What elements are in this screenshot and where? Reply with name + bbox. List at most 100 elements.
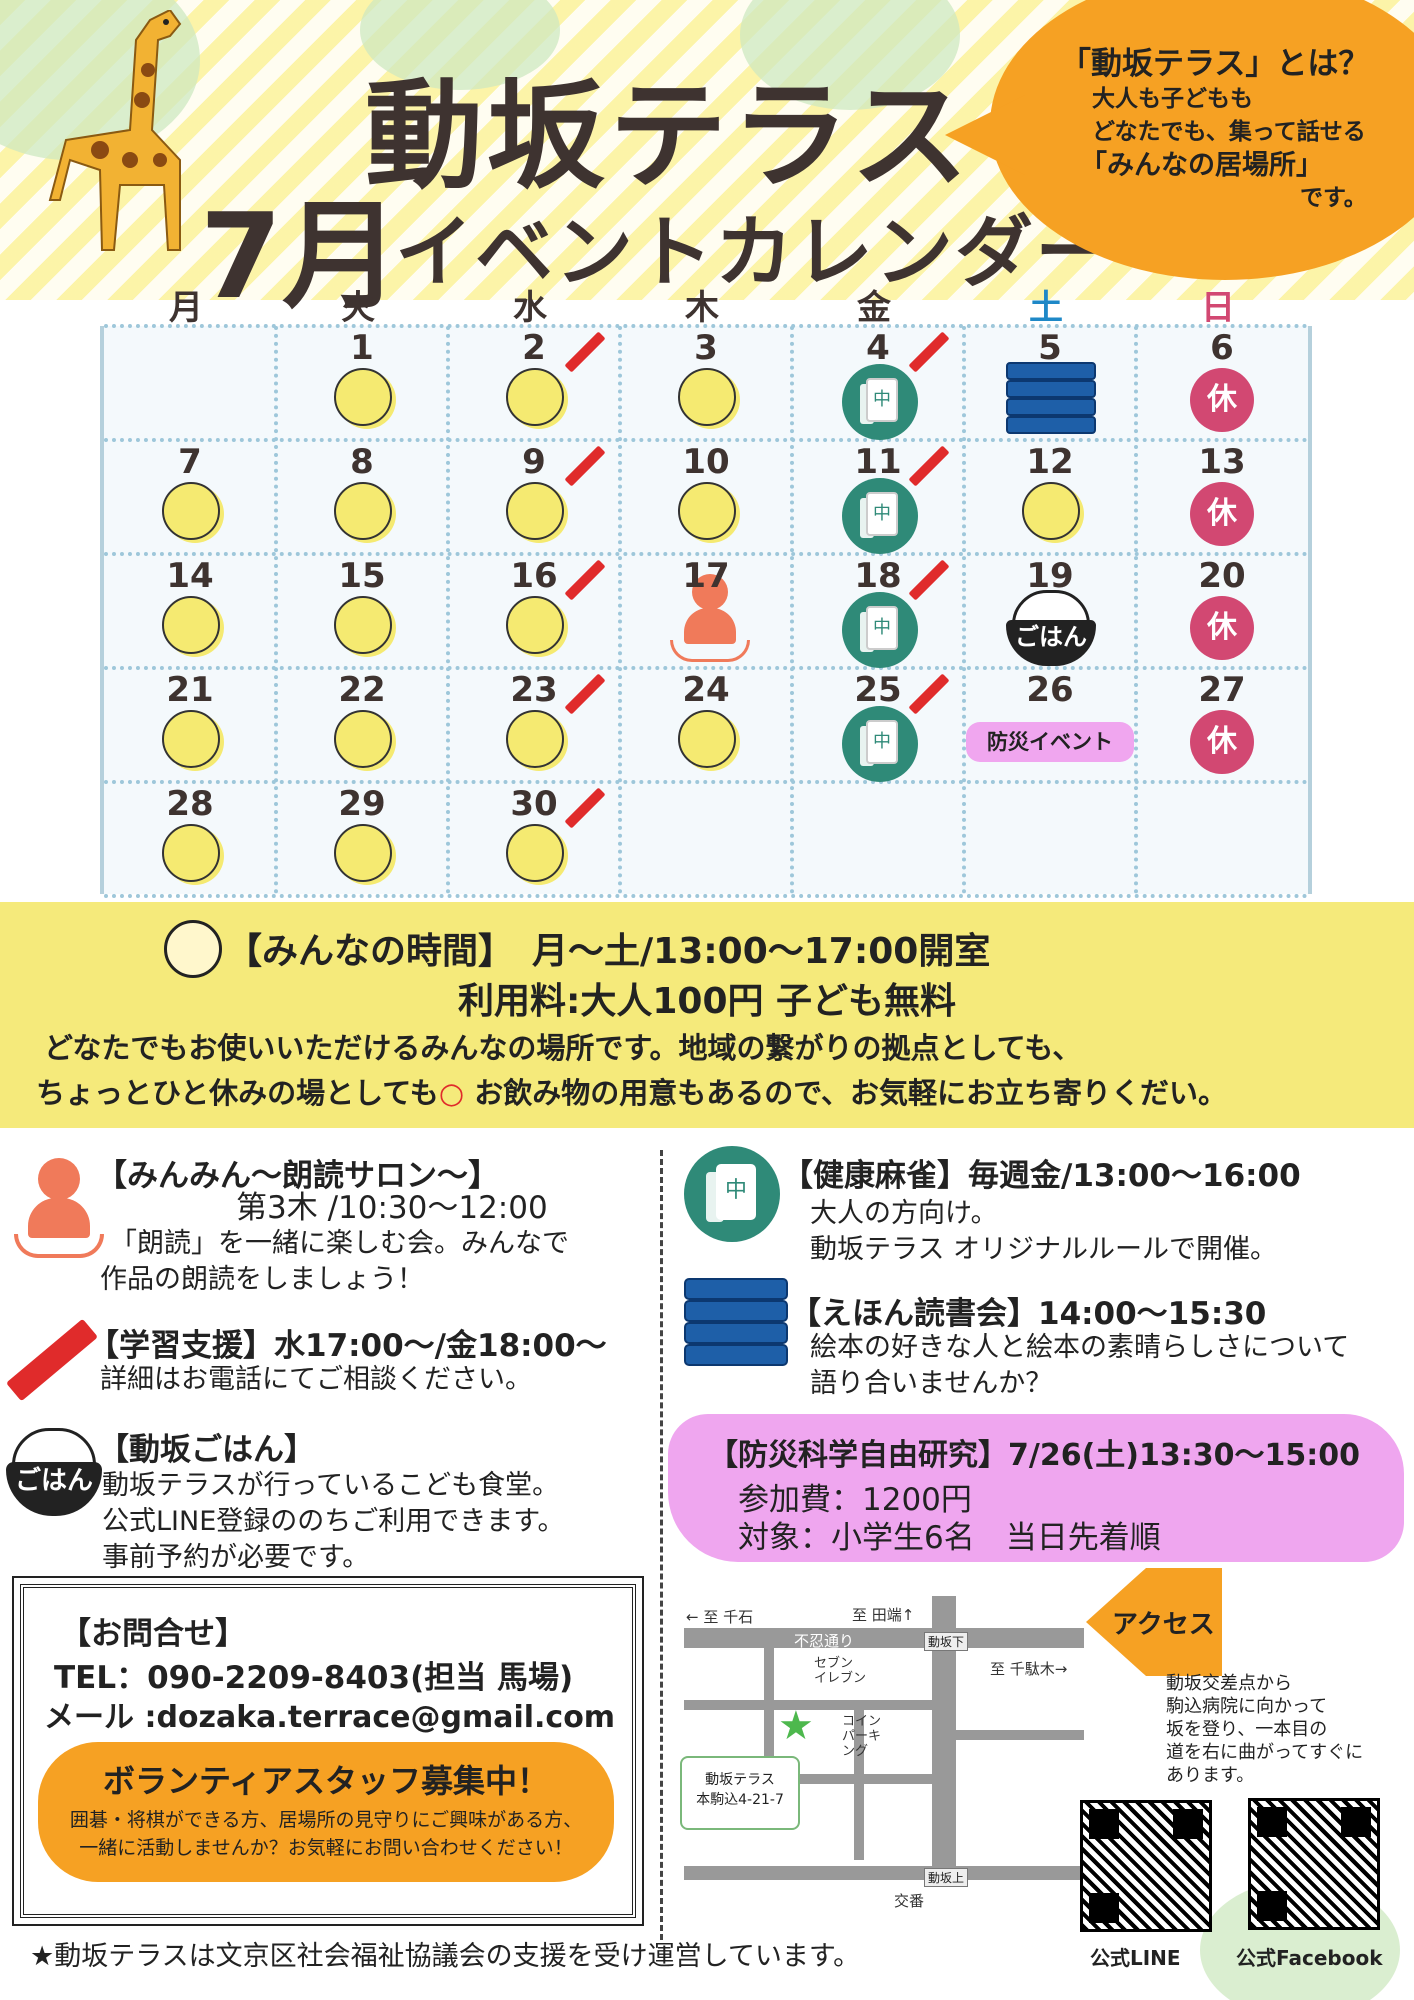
red-circle-mark: ○ (438, 1076, 465, 1110)
calendar-grid-line (104, 438, 1308, 442)
open-time-circle-icon (678, 482, 736, 540)
volunteer-title: ボランティアスタッフ募集中！ (102, 1762, 550, 1800)
calendar-day-number: 13 (1198, 442, 1246, 482)
open-time-circle-icon (506, 596, 564, 654)
line-qr-caption: 公式LINE (1090, 1946, 1181, 1970)
access-label: アクセス (1112, 1610, 1215, 1640)
mahjong-desc: 動坂テラス オリジナルルールで開催。 (810, 1234, 1278, 1265)
mahjong-tile: 中 (866, 720, 898, 764)
map-road (684, 1700, 934, 1710)
calendar-day-cell: 2 (448, 326, 620, 440)
calendar-day-cell: 14 (104, 554, 276, 668)
about-bubble-text: 「動坂テラス」とは？ 大人も子どもも どなたでも、集って話せる 「みんなの居場所… (1060, 38, 1400, 215)
open-time-circle-icon (506, 482, 564, 540)
calendar-day-number: 23 (510, 670, 558, 710)
calendar-day-cell: 23 (448, 668, 620, 782)
calendar-day-number: 19 (1026, 556, 1074, 596)
reading-schedule: 第3木 /10:30〜12:00 (236, 1190, 548, 1226)
band-description: ちょっとひと休みの場としても○ お飲み物の用意もあるので、お気軽にお立ち寄りくだ… (36, 1070, 1227, 1112)
calendar-day-cell: 8 (276, 440, 448, 554)
weekday-label: 土 (1029, 288, 1063, 328)
calendar-day-cell: 22 (276, 668, 448, 782)
calendar-day-number: 17 (682, 556, 730, 596)
calendar-grid-line (446, 326, 450, 894)
about-line: です。 (1300, 185, 1367, 211)
line-qr-code[interactable] (1080, 1800, 1212, 1932)
map-label: 交番 (894, 1892, 925, 1910)
calendar-day-cell: 10 (620, 440, 792, 554)
calendar-day-cell: 17 (620, 554, 792, 668)
map-road (764, 1648, 774, 1828)
open-time-circle-icon (506, 824, 564, 882)
mahjong-title: 【健康麻雀】毎週金/13:00〜16:00 (782, 1158, 1301, 1194)
open-time-circle-icon (162, 596, 220, 654)
map-label: セブン イレブン (814, 1656, 867, 1686)
mahjong-icon: 中 (684, 1146, 780, 1242)
pencil-icon (5, 1318, 99, 1402)
weekday-label: 火 (341, 288, 375, 328)
calendar-day-number: 12 (1026, 442, 1074, 482)
title-subtitle: イベントカレンダー (395, 208, 1116, 298)
about-line: 「みんなの居場所」 (1080, 150, 1323, 181)
calendar-day-number: 11 (854, 442, 902, 482)
gohan-desc: 動坂テラスが行っているこども食堂。 (102, 1470, 560, 1501)
map-road (956, 1730, 1084, 1740)
books-icon (684, 1278, 788, 1366)
calendar-day-cell (620, 782, 792, 896)
volunteer-line: 囲碁・将棋ができる方、居場所の見守りにご興味がある方、 (69, 1809, 583, 1831)
bousai-event-box (668, 1414, 1404, 1562)
ehon-desc: 絵本の好きな人と絵本の素晴らしさについて (810, 1332, 1350, 1363)
calendar-grid-line (104, 324, 1308, 328)
open-time-circle-icon (334, 596, 392, 654)
open-time-circle-icon (334, 368, 392, 426)
map-label: 不忍通り (794, 1632, 855, 1650)
contact-mail: メール :dozaka.terrace@gmail.com (44, 1700, 616, 1735)
open-time-circle-icon (334, 824, 392, 882)
map-label: 至 田端↑ (852, 1606, 915, 1624)
mahjong-icon: 中 (842, 592, 918, 668)
open-hours-band (0, 902, 1414, 1128)
about-bubble-tail (945, 95, 1025, 175)
weekday-label: 月 (169, 288, 203, 328)
open-time-circle-icon (1022, 482, 1080, 540)
mahjong-tile: 中 (866, 606, 898, 650)
calendar-day-number: 9 (522, 442, 546, 482)
access-line: 動坂交差点から (1166, 1673, 1292, 1694)
study-desc: 詳細はお電話にてご相談ください。 (100, 1364, 532, 1395)
map-road (684, 1628, 1084, 1648)
volunteer-text: 囲碁・将棋ができる方、居場所の見守りにご興味がある方、 一緒に活動しませんか？お… (38, 1806, 614, 1862)
calendar-day-number: 26 (1026, 670, 1074, 710)
map-label: コイン パーキ ング (842, 1714, 882, 1759)
contact-tel: TEL：090-2209-8403(担当 馬場) (54, 1660, 574, 1696)
band-description-part: ちょっとひと休みの場としても (36, 1076, 439, 1110)
map-road (684, 1866, 1084, 1880)
reading-icon (14, 1158, 104, 1258)
location-star-icon: ★ (778, 1703, 814, 1749)
closed-day-icon: 休 (1190, 368, 1254, 432)
open-time-circle-icon (334, 482, 392, 540)
study-title: 【学習支援】水17:00〜/金18:00〜 (88, 1328, 607, 1364)
calendar-day-cell: 7 (104, 440, 276, 554)
title-month: 7月 (200, 187, 401, 325)
mahjong-icon: 中 (842, 364, 918, 440)
access-line: 坂を登り、一本目の (1166, 1719, 1328, 1740)
map-sign: 動坂下 (924, 1632, 969, 1651)
calendar-day-cell (1136, 782, 1308, 896)
calendar-day-number: 3 (694, 328, 718, 368)
location-callout: 動坂テラス 本駒込4-21-7 (680, 1756, 800, 1830)
map-label: ← 至 千石 (686, 1608, 754, 1626)
fee-text: 利用料:大人100円 子ども無料 (457, 981, 957, 1022)
band-description-part: お飲み物の用意もあるので、お気軽にお立ち寄りくだい。 (464, 1076, 1228, 1110)
open-time-circle-icon (334, 710, 392, 768)
facebook-qr-code[interactable] (1248, 1798, 1380, 1930)
gohan-icon: ごはん (6, 1428, 102, 1518)
calendar-grid-line (104, 894, 1308, 898)
